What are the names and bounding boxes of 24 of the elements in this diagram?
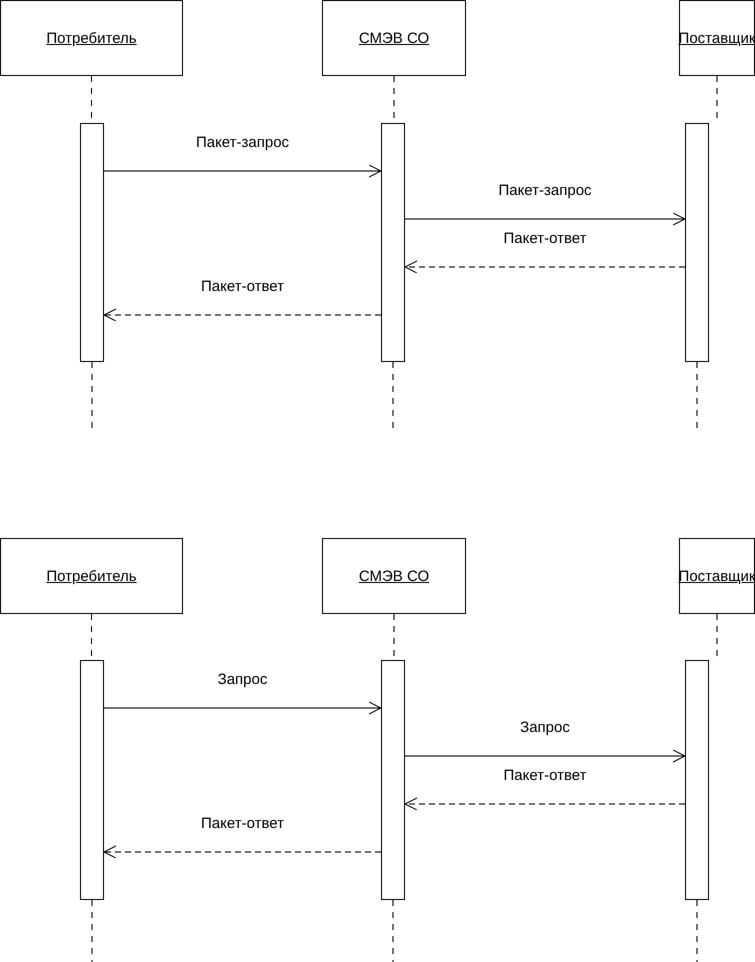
participant-box: СМЭВ СО [322,538,466,614]
lifeline [392,900,394,962]
participant-box: Потребитель [0,0,183,76]
activation-bar [381,123,405,362]
activation-bar [381,660,405,900]
return-arrow [404,260,686,274]
arrow [104,702,382,714]
participant-box: СМЭВ СО [322,0,466,76]
activation-bar [80,123,104,362]
participant-box: Потребитель [0,538,183,614]
edge-label: Запрос [518,719,572,736]
activation-bar [685,660,709,900]
lifeline [696,362,698,430]
return-arrow [404,798,686,810]
activation-bar [685,123,709,362]
lifeline [696,900,698,962]
arrow [404,212,686,226]
return-arrow [104,308,382,322]
lifeline [392,362,394,430]
arrow [104,164,382,178]
edge-label: Запрос [216,671,270,688]
activation-bar [80,660,104,900]
return-arrow [104,846,382,858]
arrow [404,750,686,762]
